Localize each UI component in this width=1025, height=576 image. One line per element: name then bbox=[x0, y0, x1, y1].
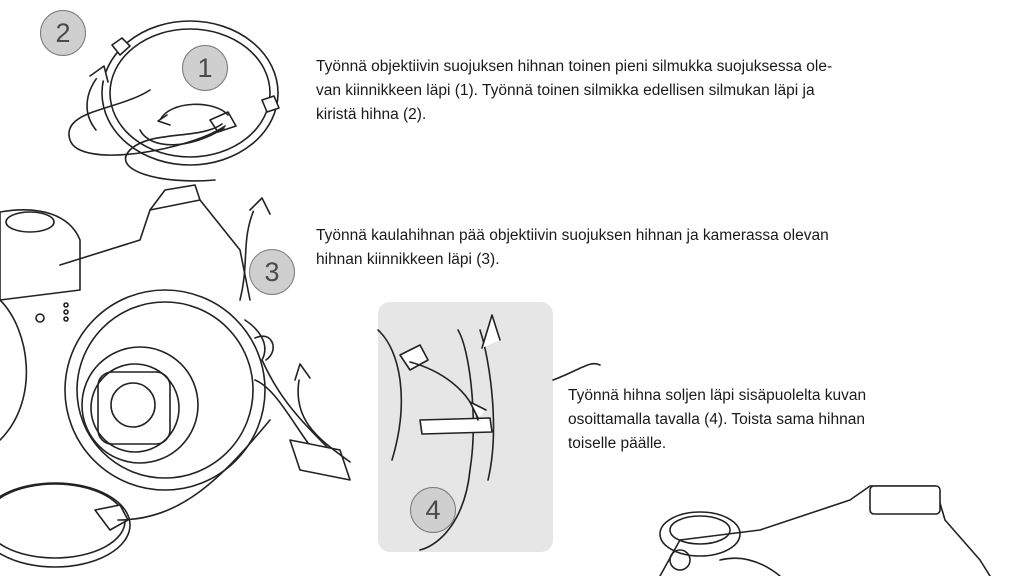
camera-left-illustration bbox=[0, 185, 350, 490]
step-marker-1: 1 bbox=[182, 45, 228, 91]
instruction-paragraph-1: Työnnä objektiivin suojuksen hihnan toin… bbox=[316, 55, 1006, 127]
step-marker-4: 4 bbox=[410, 487, 456, 533]
instruction-paragraph-2: Työnnä kaulahihnan pää objektiivin suoju… bbox=[316, 224, 1021, 272]
lens-cap-top-illustration bbox=[69, 21, 279, 181]
step-marker-2: 2 bbox=[40, 10, 86, 56]
instruction-paragraph-3: Työnnä hihna soljen läpi sisäpuolelta ku… bbox=[568, 384, 913, 456]
step-marker-3: 3 bbox=[249, 249, 295, 295]
camera-right-illustration bbox=[660, 486, 990, 576]
